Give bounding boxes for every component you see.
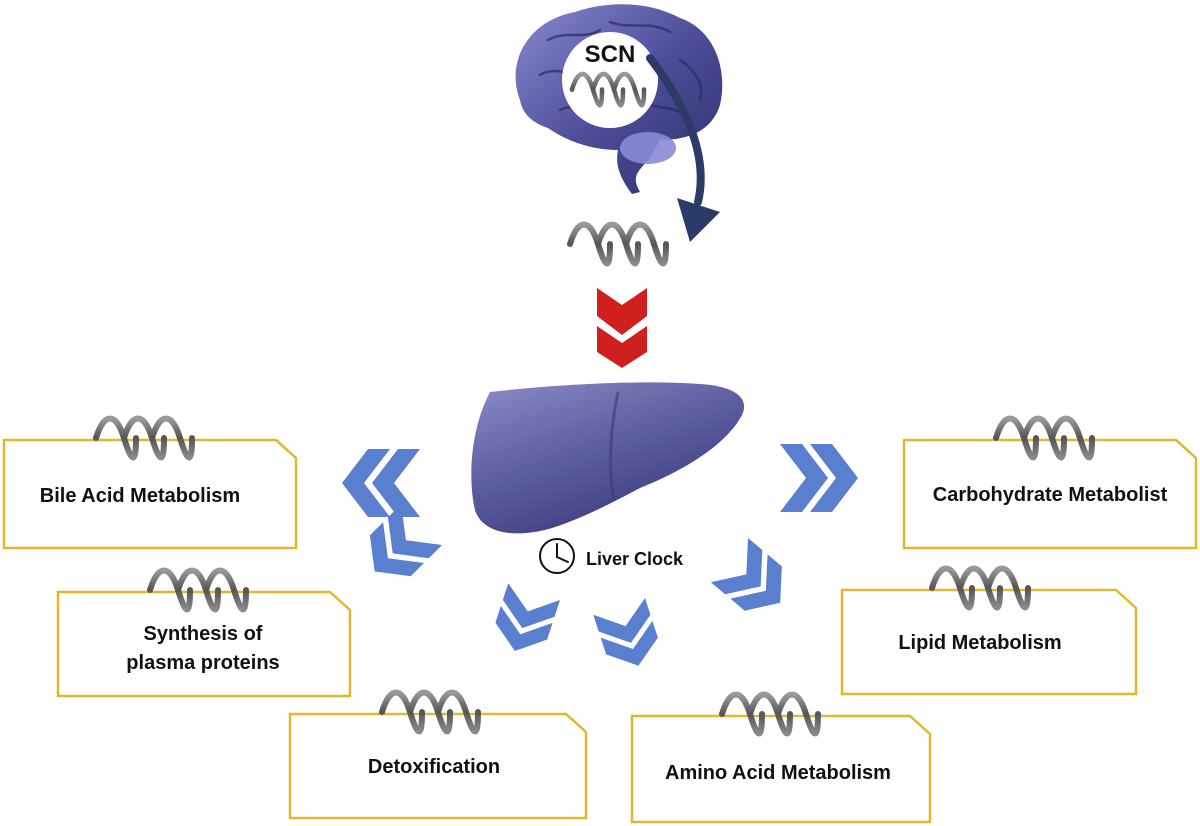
liver-clock-label: Liver Clock <box>586 549 684 569</box>
box-label: Carbohydrate Metabolist <box>933 484 1168 506</box>
box-bile-acid-metabolism: Bile Acid Metabolism <box>2 419 298 550</box>
box-label-line1: Synthesis of <box>144 623 263 645</box>
liver-icon <box>471 382 745 534</box>
curved-arrow-icon <box>646 54 720 242</box>
box-label: Detoxification <box>368 756 500 778</box>
chevron-to-amino-icon <box>593 598 665 675</box>
box-label: Lipid Metabolism <box>898 632 1061 654</box>
clock-icon <box>539 538 575 574</box>
red-chevron-icon <box>597 288 647 368</box>
chevron-to-carb-icon <box>780 444 858 512</box>
chevron-to-plasma-icon <box>354 504 442 592</box>
scn-node: SCN <box>562 32 658 128</box>
scn-label: SCN <box>585 41 636 68</box>
box-synthesis-plasma-proteins: Synthesis of plasma proteins <box>56 571 352 698</box>
box-detoxification: Detoxification <box>288 693 588 820</box>
liver-clock: Liver Clock <box>539 538 684 574</box>
chevron-to-bile-icon <box>342 449 420 517</box>
box-lipid-metabolism: Lipid Metabolism <box>840 569 1138 696</box>
chevron-to-lipid-icon <box>710 538 799 625</box>
box-carbohydrate-metabolism: Carbohydrate Metabolist <box>902 419 1198 550</box>
box-label: Amino Acid Metabolism <box>665 762 891 784</box>
chevron-to-detox-icon <box>488 583 560 660</box>
box-label-line2: plasma proteins <box>126 652 279 674</box>
systemic-signal-wave-icon <box>570 225 666 264</box>
box-amino-acid-metabolism: Amino Acid Metabolism <box>630 695 932 824</box>
box-label: Bile Acid Metabolism <box>40 485 240 507</box>
